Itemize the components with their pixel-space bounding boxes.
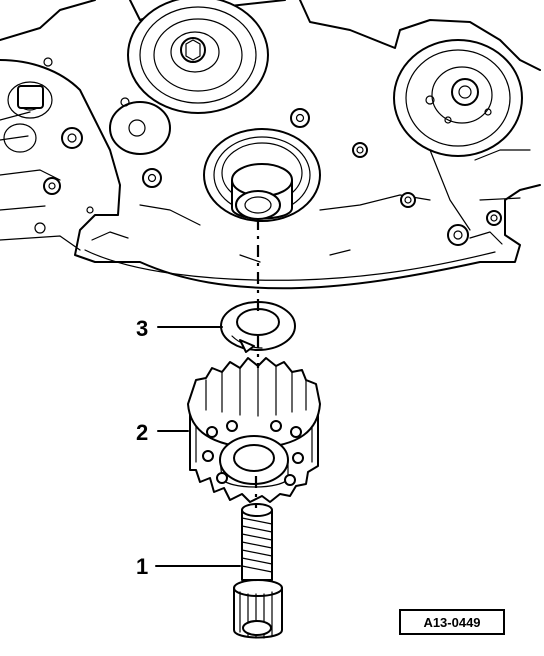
reference-code-box: A13-0449 (399, 609, 505, 635)
tensioner-pulley (393, 39, 523, 157)
crankshaft-sprocket (187, 357, 321, 503)
callout-1-label: 1 (136, 554, 148, 579)
callout-3-label: 3 (136, 316, 148, 341)
callout-1: 1 (136, 554, 241, 579)
thrust-washer (220, 301, 296, 353)
housing-bolt-holes (86, 97, 502, 246)
crankshaft-bolt (233, 503, 283, 639)
idler-boss (109, 101, 171, 155)
callout-2-label: 2 (136, 420, 148, 445)
camshaft-pulley (127, 0, 269, 114)
callout-2: 2 (136, 420, 189, 445)
left-components (3, 57, 83, 234)
callout-3: 3 (136, 316, 223, 341)
assembly-axis (254, 218, 260, 508)
reference-code: A13-0449 (423, 615, 480, 630)
crankshaft-seal (203, 128, 321, 222)
